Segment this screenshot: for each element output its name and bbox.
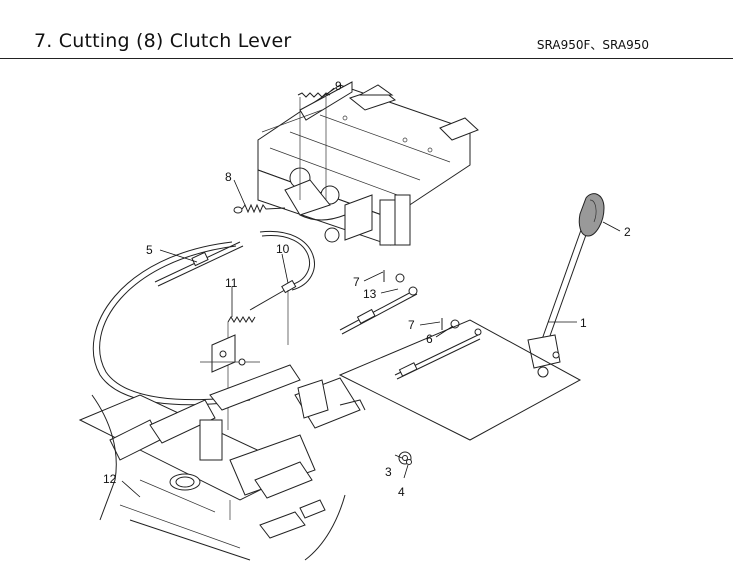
mounting-bracket	[200, 334, 260, 373]
callout-13: 13	[363, 287, 377, 301]
callout-5: 5	[146, 243, 153, 257]
callout-1: 1	[580, 316, 587, 330]
callout-6: 6	[426, 332, 433, 346]
callout-4: 4	[398, 485, 405, 499]
lever-guide-plate	[338, 319, 582, 441]
cable-6	[394, 319, 482, 380]
callout-3: 3	[385, 465, 392, 479]
callout-10: 10	[276, 242, 290, 256]
pin-7-upper	[383, 270, 405, 283]
spring-9	[297, 92, 331, 200]
page-title: 7. Cutting (8) Clutch Lever	[34, 30, 292, 52]
header-rule	[0, 58, 733, 59]
callout-12: 12	[103, 472, 117, 486]
upper-frame-assembly	[257, 81, 479, 246]
cable-13	[339, 286, 418, 335]
callout-11: 11	[225, 276, 238, 290]
cable-10	[249, 279, 297, 345]
lower-frame-assembly	[78, 364, 412, 561]
callout-2: 2	[624, 225, 631, 239]
lever-grip-2	[578, 193, 605, 237]
leader-lines	[121, 87, 621, 498]
model-numbers: SRA950F、SRA950	[536, 38, 649, 52]
callout-9: 9	[335, 79, 342, 93]
spring-11	[227, 316, 256, 430]
callout-labels: 1 2 3 4 5 6 7 7 8 9 10 11 12 13	[103, 79, 631, 499]
spring-8	[233, 203, 286, 214]
clutch-lever-1	[527, 229, 588, 378]
callout-7-lower: 7	[408, 318, 415, 332]
callout-8: 8	[225, 170, 232, 184]
callout-7-upper: 7	[353, 275, 360, 289]
cable-5	[92, 230, 315, 406]
